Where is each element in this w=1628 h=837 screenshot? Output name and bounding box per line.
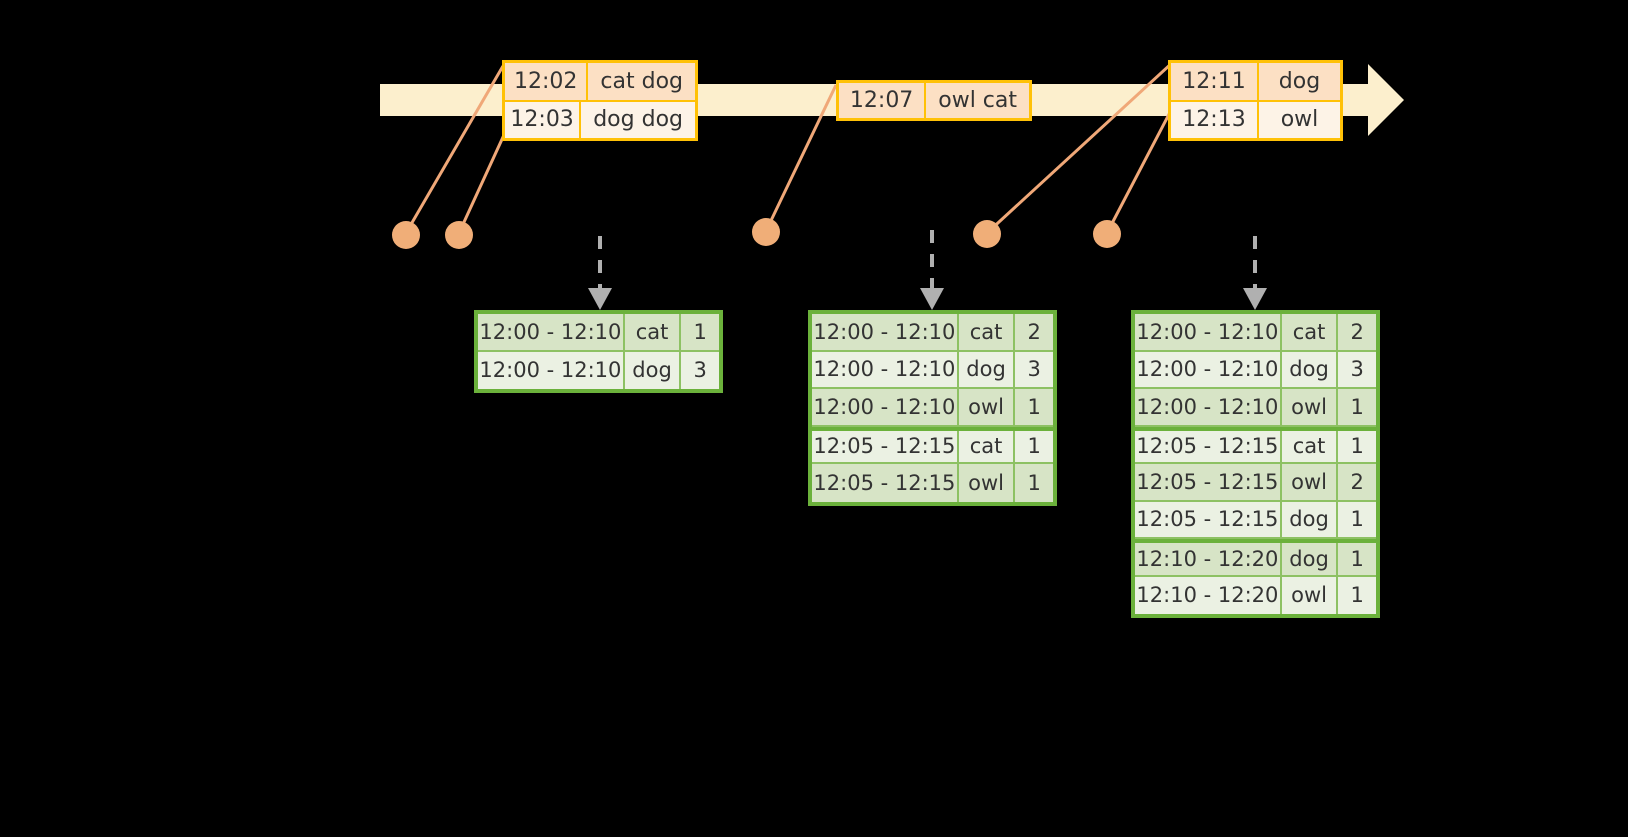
word-cell: cat [1281, 314, 1339, 352]
flow-arrow-heads [588, 288, 1267, 310]
window-cell: 12:00 - 12:10 [812, 389, 959, 427]
count-cell: 1 [1338, 502, 1377, 539]
window-cell: 12:05 - 12:15 [812, 430, 959, 464]
event-row: 12:11 dog [1171, 63, 1340, 100]
window-cell: 12:00 - 12:10 [478, 351, 625, 389]
word-cell: dog [1281, 501, 1339, 539]
connector-12-02 [404, 65, 505, 234]
event-time: 12:13 [1171, 101, 1259, 138]
connector-12-07 [764, 84, 838, 232]
flow-arrows [598, 230, 1257, 290]
dot-12-11 [973, 220, 1001, 248]
window-cell: 12:10 - 12:20 [1135, 576, 1282, 614]
count-cell: 2 [1338, 314, 1377, 352]
window-cell: 12:10 - 12:20 [1135, 543, 1282, 577]
word-cell: dog [1281, 351, 1339, 389]
event-row: 12:07 owl cat [839, 83, 1029, 118]
word-cell: cat [624, 314, 682, 352]
window-cell: 12:00 - 12:10 [478, 314, 625, 352]
count-cell: 2 [1338, 464, 1377, 502]
word-cell: owl [1282, 576, 1339, 614]
timeline-event-group-2[interactable]: 12:07 owl cat [836, 80, 1032, 121]
event-row: 12:13 owl [1171, 99, 1340, 138]
count-cell: 1 [1338, 389, 1377, 427]
timeline-event-group-3[interactable]: 12:11 dog 12:13 owl [1168, 60, 1343, 141]
count-cell: 3 [1338, 352, 1377, 389]
word-cell: dog [1281, 543, 1339, 577]
count-cell: 1 [1015, 389, 1054, 427]
word-cell: owl [1281, 464, 1339, 502]
window-cell: 12:00 - 12:10 [812, 314, 959, 352]
dot-12-13 [1093, 220, 1121, 248]
word-cell: owl [958, 389, 1016, 427]
timeline-event-group-1[interactable]: 12:02 cat dog 12:03 dog dog [502, 60, 698, 141]
window-cell: 12:00 - 12:10 [1135, 314, 1282, 352]
connector-12-13 [1105, 96, 1180, 234]
event-words: dog [1278, 68, 1321, 94]
event-time: 12:11 [1171, 63, 1259, 100]
connector-12-11 [985, 61, 1174, 235]
window-cell: 12:05 - 12:15 [812, 464, 959, 502]
word-cell: dog [625, 351, 682, 389]
window-cell: 12:05 - 12:15 [1135, 501, 1282, 539]
word-cell: dog [958, 351, 1016, 389]
event-words: owl [1280, 107, 1319, 133]
event-row: 12:02 cat dog [505, 63, 695, 100]
word-cell: cat [958, 430, 1016, 464]
count-cell: 1 [1015, 431, 1054, 464]
word-cell: cat [958, 314, 1016, 352]
word-cell: owl [959, 464, 1016, 502]
flow-arrow-head-2 [920, 288, 944, 310]
window-cell: 12:05 - 12:15 [1135, 464, 1282, 502]
dot-12-03 [445, 221, 473, 249]
flow-arrow-head-3 [1243, 288, 1267, 310]
window-cell: 12:00 - 12:10 [812, 351, 959, 389]
count-cell: 1 [1338, 543, 1377, 577]
count-cell: 1 [1027, 470, 1041, 495]
event-row: 12:03 dog dog [505, 99, 695, 138]
count-cell: 1 [1338, 431, 1377, 464]
word-cell: owl [1281, 389, 1339, 427]
event-words: owl cat [938, 88, 1017, 113]
window-cell: 12:05 - 12:15 [1135, 430, 1282, 464]
dot-12-02 [392, 221, 420, 249]
event-dots [392, 218, 1121, 249]
dot-12-07 [752, 218, 780, 246]
count-cell: 1 [1350, 583, 1364, 608]
event-time: 12:03 [505, 101, 582, 138]
word-cell: cat [1281, 430, 1339, 464]
count-cell: 3 [693, 358, 707, 383]
window-cell: 12:00 - 12:10 [1135, 389, 1282, 427]
window-cell: 12:00 - 12:10 [1135, 351, 1282, 389]
event-time: 12:07 [839, 83, 927, 118]
count-cell: 2 [1015, 314, 1054, 352]
event-time: 12:02 [505, 63, 589, 100]
count-cell: 1 [681, 314, 720, 352]
flow-arrow-head-1 [588, 288, 612, 310]
count-cell: 3 [1015, 352, 1054, 389]
event-words: cat dog [600, 68, 683, 94]
event-words: dog dog [593, 107, 683, 133]
